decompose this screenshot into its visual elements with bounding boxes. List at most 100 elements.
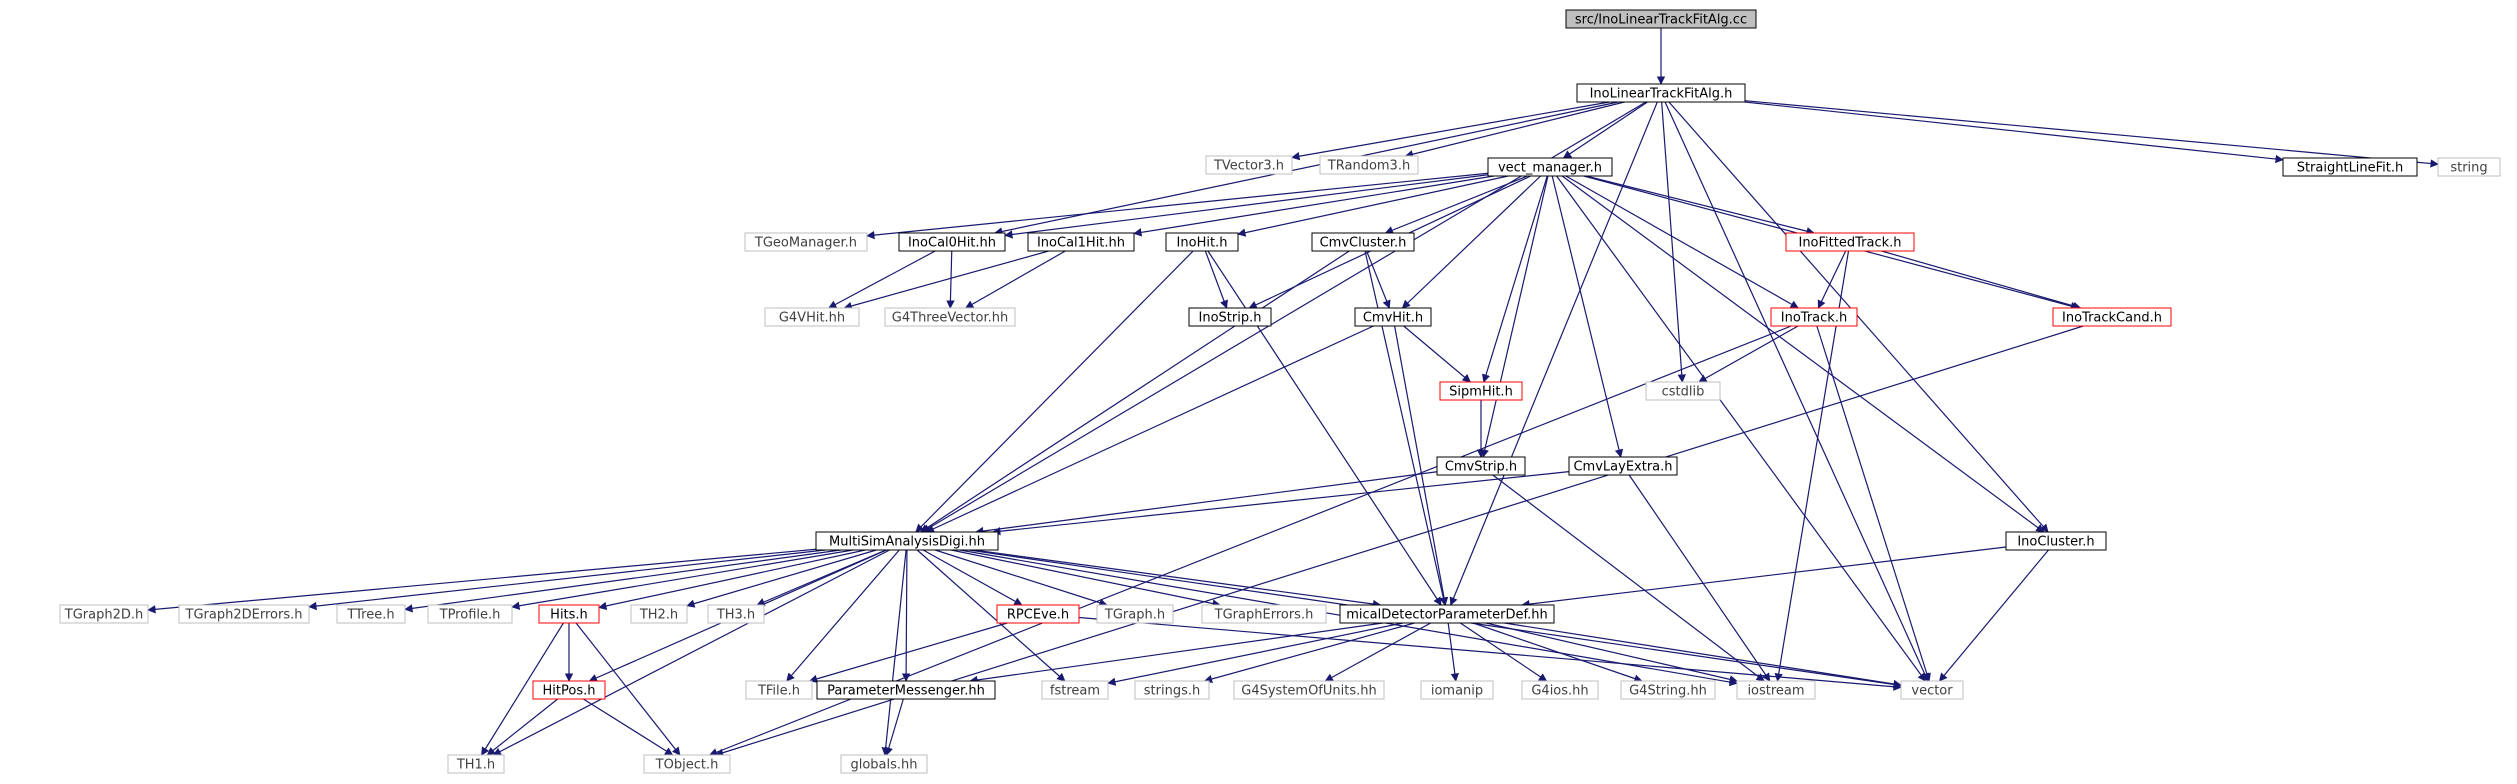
node-pmess[interactable]: ParameterMessenger.hh bbox=[816, 680, 996, 700]
edge-inotrack-to-cstdlib bbox=[1698, 325, 1799, 383]
node-box bbox=[898, 232, 1006, 252]
node-label: TRandom3.h bbox=[1327, 159, 1410, 174]
node-cmvhit[interactable]: CmvHit.h bbox=[1354, 307, 1432, 327]
node-box bbox=[764, 307, 860, 327]
edge-vect-to-vector bbox=[1556, 175, 1926, 682]
node-trandom3[interactable]: TRandom3.h bbox=[1319, 155, 1419, 175]
node-label: TGraph2D.h bbox=[64, 608, 143, 623]
node-root[interactable]: src/InoLinearTrackFitAlg.cc bbox=[1565, 9, 1757, 29]
node-label: InoTrackCand.h bbox=[2062, 311, 2162, 326]
edge-inohit-to-inostrip bbox=[1204, 250, 1228, 309]
node-label: InoLinearTrackFitAlg.h bbox=[1590, 87, 1733, 102]
node-label: TGraphErrors.h bbox=[1214, 608, 1314, 623]
node-tobject[interactable]: TObject.h bbox=[643, 754, 731, 774]
edge-fitted-to-trackcand bbox=[1881, 250, 2082, 310]
node-label: TGraph.h bbox=[1104, 608, 1165, 623]
node-cal0[interactable]: InoCal0Hit.hh bbox=[898, 232, 1006, 252]
node-inotrack[interactable]: InoTrack.h bbox=[1770, 307, 1858, 327]
node-inoclu[interactable]: InoCluster.h bbox=[2005, 531, 2107, 551]
node-tgraph[interactable]: TGraph.h bbox=[1096, 604, 1174, 624]
node-inostrip[interactable]: InoStrip.h bbox=[1188, 307, 1272, 327]
node-cmvstrip[interactable]: CmvStrip.h bbox=[1436, 456, 1526, 476]
node-g4three[interactable]: G4ThreeVector.hh bbox=[884, 307, 1016, 327]
node-g4vhit[interactable]: G4VHit.hh bbox=[764, 307, 860, 327]
edge-mical-to-g4string bbox=[1472, 622, 1643, 683]
edge-cmvstrip-to-iostream bbox=[1492, 474, 1765, 682]
node-fitted[interactable]: InoFittedTrack.h bbox=[1785, 232, 1915, 252]
node-label: TFile.h bbox=[757, 684, 800, 699]
edge-inoclu-to-mical bbox=[1521, 546, 2007, 609]
node-label: iomanip bbox=[1431, 684, 1483, 699]
node-stringsh[interactable]: strings.h bbox=[1134, 680, 1210, 700]
edge-cal1-to-g4three bbox=[964, 250, 1066, 309]
node-box bbox=[1900, 680, 1964, 700]
node-rpceve[interactable]: RPCEve.h bbox=[996, 604, 1080, 624]
node-iostream[interactable]: iostream bbox=[1736, 680, 1816, 700]
node-inohit[interactable]: InoHit.h bbox=[1165, 232, 1239, 252]
node-trackcand[interactable]: InoTrackCand.h bbox=[2052, 307, 2172, 327]
node-cstdlib[interactable]: cstdlib bbox=[1645, 381, 1721, 401]
node-label: src/InoLinearTrackFitAlg.cc bbox=[1575, 13, 1747, 28]
node-cmvclu[interactable]: CmvCluster.h bbox=[1311, 232, 1415, 252]
node-label: InoStrip.h bbox=[1199, 311, 1262, 326]
node-label: G4ios.hh bbox=[1531, 684, 1588, 699]
node-hitpos[interactable]: HitPos.h bbox=[532, 680, 606, 700]
edge-inoclu-to-vector bbox=[1938, 549, 2049, 682]
node-g4sys[interactable]: G4SystemOfUnits.hh bbox=[1233, 680, 1385, 700]
node-tvec3[interactable]: TVector3.h bbox=[1205, 155, 1293, 175]
node-fstream[interactable]: fstream bbox=[1041, 680, 1109, 700]
node-cmvlay[interactable]: CmvLayExtra.h bbox=[1568, 456, 1678, 476]
node-sipm[interactable]: SipmHit.h bbox=[1439, 381, 1523, 401]
node-tprof[interactable]: TProfile.h bbox=[427, 604, 513, 624]
node-globals[interactable]: globals.hh bbox=[840, 754, 928, 774]
node-vect[interactable]: vect_manager.h bbox=[1487, 157, 1613, 177]
node-slf[interactable]: StraightLineFit.h bbox=[2282, 157, 2418, 177]
node-th3[interactable]: TH3.h bbox=[707, 604, 765, 624]
node-tgeo[interactable]: TGeoManager.h bbox=[744, 232, 868, 252]
edge-msad-to-tg2de bbox=[308, 549, 826, 611]
node-box bbox=[1770, 307, 1858, 327]
node-th2[interactable]: TH2.h bbox=[630, 604, 688, 624]
node-box bbox=[2282, 157, 2418, 177]
node-label: RPCEve.h bbox=[1007, 608, 1069, 623]
node-msad[interactable]: MultiSimAnalysisDigi.hh bbox=[815, 531, 999, 551]
edge-msad-to-pmess bbox=[901, 549, 911, 682]
edge-rpceve-to-vector bbox=[1078, 616, 1902, 691]
node-box bbox=[1436, 456, 1526, 476]
node-hits[interactable]: Hits.h bbox=[538, 604, 600, 624]
edge-vect-to-inotrack bbox=[1565, 175, 1799, 309]
node-tgraphe[interactable]: TGraphErrors.h bbox=[1201, 604, 1327, 624]
edge-mical-to-iomanip bbox=[1447, 622, 1459, 682]
node-tg2de[interactable]: TGraph2DErrors.h bbox=[178, 604, 310, 624]
node-label: strings.h bbox=[1144, 684, 1200, 699]
node-mical[interactable]: micalDetectorParameterDef.hh bbox=[1339, 604, 1555, 624]
edge-alg-to-cstdlib bbox=[1661, 101, 1686, 383]
node-iomanip[interactable]: iomanip bbox=[1420, 680, 1494, 700]
edge-vect-to-sipm bbox=[1481, 175, 1548, 383]
node-label: SipmHit.h bbox=[1449, 385, 1513, 400]
edge-msad-to-tfile bbox=[786, 549, 900, 682]
node-label: G4VHit.hh bbox=[779, 311, 845, 326]
node-tg2d[interactable]: TGraph2D.h bbox=[59, 604, 149, 624]
node-box bbox=[1487, 157, 1613, 177]
node-label: iostream bbox=[1747, 684, 1804, 699]
node-th1[interactable]: TH1.h bbox=[447, 754, 505, 774]
node-g4string[interactable]: G4String.hh bbox=[1620, 680, 1716, 700]
node-label: G4String.hh bbox=[1629, 684, 1707, 699]
edge-hits-to-th1 bbox=[481, 622, 564, 756]
node-box bbox=[1233, 680, 1385, 700]
node-label: InoHit.h bbox=[1177, 236, 1228, 251]
node-label: micalDetectorParameterDef.hh bbox=[1346, 608, 1548, 623]
node-tfile[interactable]: TFile.h bbox=[745, 680, 813, 700]
edge-vect-to-cal0 bbox=[1004, 174, 1489, 239]
node-vector[interactable]: vector bbox=[1900, 680, 1964, 700]
node-ttree[interactable]: TTree.h bbox=[336, 604, 406, 624]
node-cal1[interactable]: InoCal1Hit.hh bbox=[1027, 232, 1135, 252]
node-string[interactable]: string bbox=[2437, 157, 2501, 177]
node-label: CmvStrip.h bbox=[1445, 460, 1517, 475]
node-box bbox=[744, 232, 868, 252]
node-g4ios[interactable]: G4ios.hh bbox=[1521, 680, 1599, 700]
node-alg[interactable]: InoLinearTrackFitAlg.h bbox=[1576, 83, 1746, 103]
edge-alg-to-tvec3 bbox=[1291, 101, 1610, 161]
edge-vect-to-fitted bbox=[1585, 175, 1815, 236]
